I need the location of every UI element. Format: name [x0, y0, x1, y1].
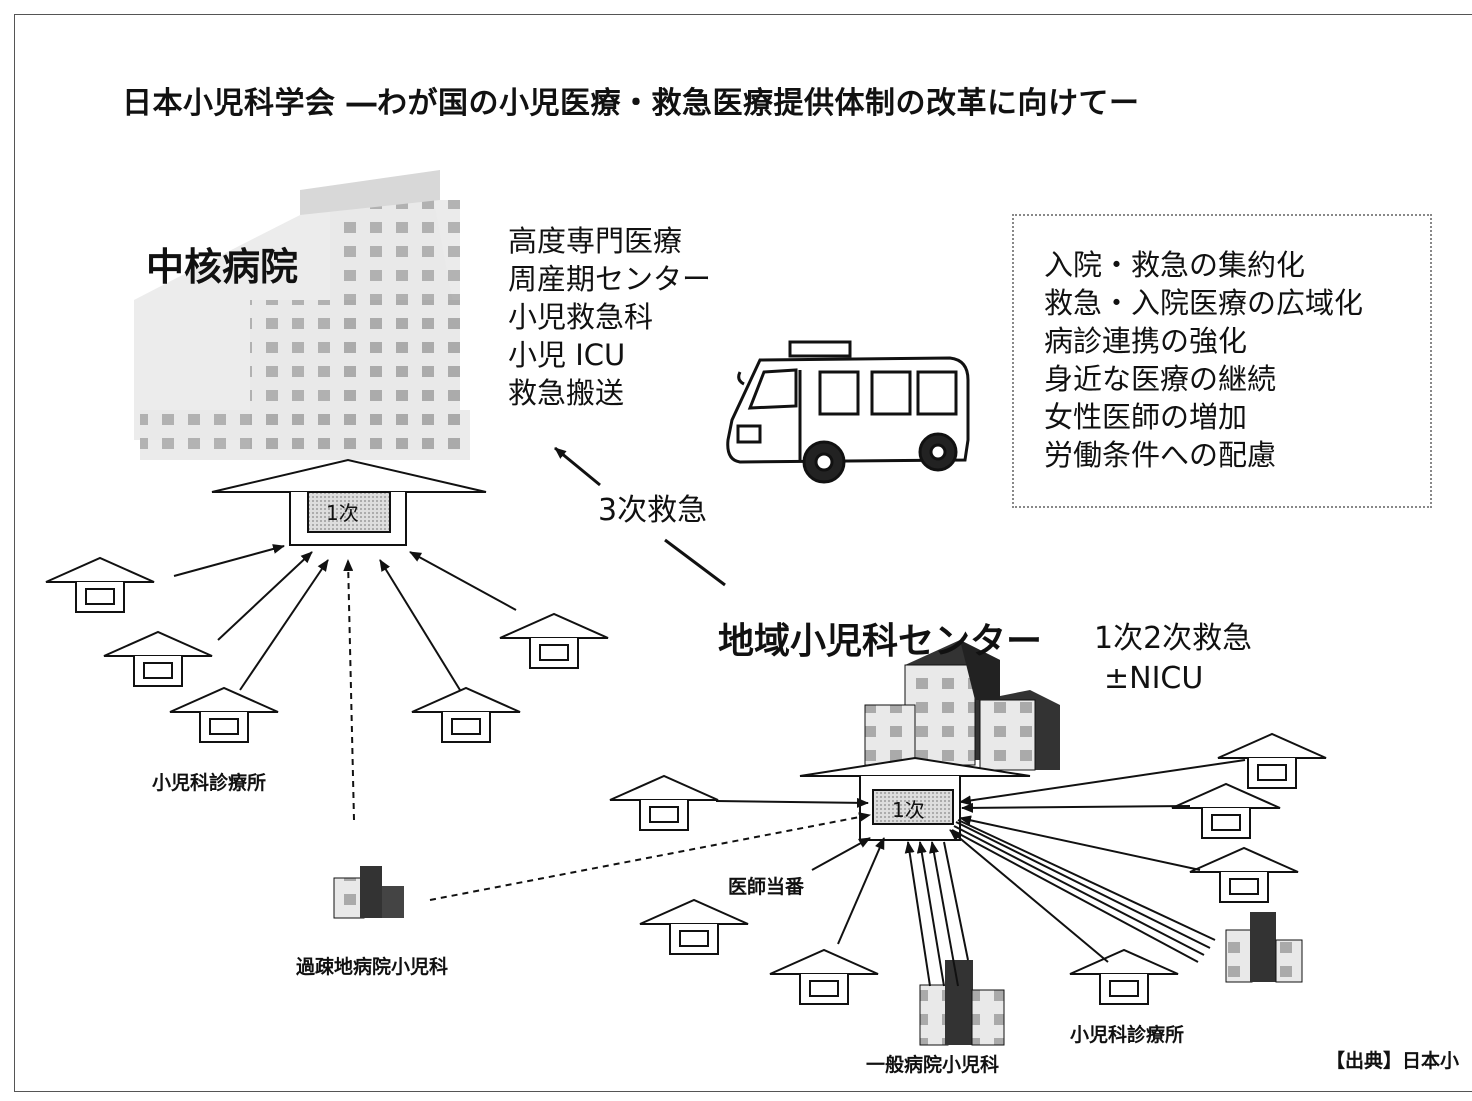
regional-center-primary-house — [799, 756, 1031, 841]
regional-primary-box-label: 1次 — [892, 798, 925, 822]
policy-item: 女性医師の増加 — [1044, 400, 1248, 434]
regional-center-services-line2: ±NICU — [1104, 661, 1204, 696]
regional-center-label: 地域小児科センター — [718, 621, 1043, 662]
page-title: 日本小児科学会 ―わが国の小児医療・救急医療提供体制の改革に向けてー — [122, 86, 1140, 121]
policy-box: 入院・救急の集約化 救急・入院医療の広域化 病診連携の強化 身近な医療の継続 女… — [1012, 214, 1432, 508]
core-service-item: 高度専門医療 — [508, 224, 683, 258]
clinic-right-label: 小児科診療所 — [1070, 1024, 1185, 1046]
tertiary-arrow — [554, 446, 726, 587]
rural-hospital-building-icon — [333, 866, 404, 919]
core-primary-box-label: 1次 — [326, 501, 359, 525]
core-hospital-services: 高度専門医療 周産期センター 小児救急科 小児 ICU 救急搬送 — [508, 222, 711, 412]
general-hospital-building-icon — [919, 960, 1005, 1046]
regional-center-services-line1: 1次2次救急 — [1094, 621, 1253, 656]
core-service-item: 小児 ICU — [508, 338, 626, 372]
core-hospital-label: 中核病院 — [146, 245, 299, 289]
general-hospital-building-icon-right — [1225, 912, 1303, 983]
policy-item: 入院・救急の集約化 — [1044, 248, 1306, 282]
core-hospital-building-graphic — [134, 170, 470, 460]
diagram-frame — [14, 14, 1472, 1092]
regional-center-building-graphic — [864, 640, 1060, 771]
policy-list: 入院・救急の集約化 救急・入院医療の広域化 病診連携の強化 身近な医療の継続 女… — [1044, 246, 1363, 474]
policy-item: 労働条件への配慮 — [1044, 438, 1277, 472]
policy-item: 身近な医療の継続 — [1044, 362, 1277, 396]
doctor-duty-label: 医師当番 — [728, 876, 805, 898]
core-service-item: 周産期センター — [508, 262, 712, 296]
policy-item: 病診連携の強化 — [1044, 324, 1248, 358]
core-service-item: 救急搬送 — [508, 376, 625, 410]
rural-hospital-label: 過疎地病院小児科 — [296, 956, 449, 978]
ambulance-icon — [726, 340, 970, 484]
core-service-item: 小児救急科 — [508, 300, 654, 334]
policy-item: 救急・入院医療の広域化 — [1044, 286, 1364, 320]
tertiary-emergency-label: 3次救急 — [598, 493, 708, 528]
regional-referral-arrows — [429, 759, 1246, 987]
core-hospital-primary-house — [211, 458, 487, 546]
general-hospital-label: 一般病院小児科 — [866, 1054, 1000, 1076]
left-referral-arrows — [173, 544, 517, 821]
source-citation: 【出典】日本小 — [1326, 1050, 1460, 1072]
clinic-left-label: 小児科診療所 — [152, 772, 267, 794]
